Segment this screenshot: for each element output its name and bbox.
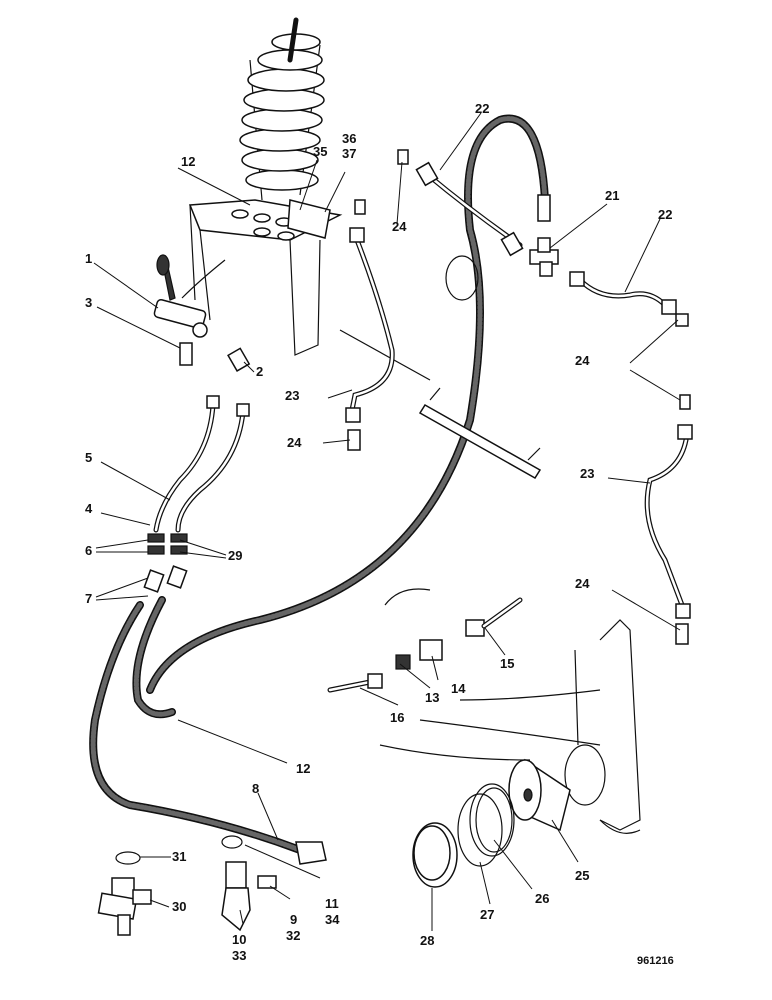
cylinder-25 [508, 758, 571, 832]
callout-10: 10 [232, 932, 246, 947]
callout-30: 30 [172, 899, 186, 914]
callout-16: 16 [390, 710, 404, 725]
connectors-24 [347, 149, 691, 645]
pipe-22-upper [415, 161, 524, 257]
tee-21 [529, 237, 559, 277]
callout-34: 34 [325, 912, 340, 927]
callout-23-left: 23 [285, 388, 299, 403]
callout-28: 28 [420, 933, 434, 948]
pipe-23-right [644, 424, 693, 619]
adaptors [179, 342, 251, 372]
drawing-reference-number: 961216 [637, 955, 674, 967]
hose-8 [89, 601, 327, 865]
control-valve [153, 254, 208, 338]
cap-28 [412, 822, 458, 888]
pipes-4-5 [153, 395, 250, 533]
pipe-23-left [345, 227, 395, 423]
transmission-casing [379, 619, 641, 834]
callout-23-right: 23 [580, 466, 594, 481]
callout-26: 26 [535, 891, 549, 906]
callout-24-top: 24 [392, 219, 407, 234]
support-arm [418, 387, 542, 480]
callout-27: 27 [480, 907, 494, 922]
callout-1: 1 [85, 251, 92, 266]
seal-27 [457, 793, 503, 867]
adaptor-9 [257, 875, 277, 889]
callout-2: 2 [256, 364, 263, 379]
callout-31: 31 [172, 849, 186, 864]
valve-mounting-bracket [181, 199, 431, 381]
callout-21: 21 [605, 188, 619, 203]
callout-4: 4 [85, 501, 93, 516]
callout-13: 13 [425, 690, 439, 705]
callout-25: 25 [575, 868, 589, 883]
seal-26 [469, 783, 515, 857]
callout-29: 29 [228, 548, 242, 563]
pipe-22-right [569, 271, 689, 327]
callout-14: 14 [451, 681, 466, 696]
callout-37: 37 [342, 146, 356, 161]
callout-22-top: 22 [475, 101, 489, 116]
callout-12-top: 12 [181, 154, 195, 169]
main-hose [146, 114, 551, 694]
callout-3: 3 [85, 295, 92, 310]
adaptor-30 [97, 877, 152, 936]
callout-6: 6 [85, 543, 92, 558]
callout-32: 32 [286, 928, 300, 943]
hose-12-lower [132, 596, 176, 719]
fittings-6-7-29 [143, 533, 188, 593]
leader-lines [93, 112, 681, 931]
callout-9: 9 [290, 912, 297, 927]
callout-35: 35 [313, 144, 327, 159]
callout-24-right-upper: 24 [575, 353, 590, 368]
elbow-10 [221, 861, 251, 932]
callout-24-right-lower: 24 [575, 576, 590, 591]
callout-36: 36 [342, 131, 356, 146]
coupling-detail [327, 588, 523, 693]
callout-12-bottom: 12 [296, 761, 310, 776]
bellows-gaiter [239, 17, 325, 201]
washer-11 [221, 835, 243, 849]
callout-22-right: 22 [658, 207, 672, 222]
callout-5: 5 [85, 450, 92, 465]
callout-33: 33 [232, 948, 246, 963]
callout-7: 7 [85, 591, 92, 606]
callout-8: 8 [252, 781, 259, 796]
washer-31 [115, 851, 141, 865]
callout-labels: 1 2 3 4 5 6 7 8 9 32 10 33 11 34 12 12 1… [85, 101, 672, 963]
callout-24-left: 24 [287, 435, 302, 450]
callout-11: 11 [325, 896, 339, 911]
callout-15: 15 [500, 656, 514, 671]
